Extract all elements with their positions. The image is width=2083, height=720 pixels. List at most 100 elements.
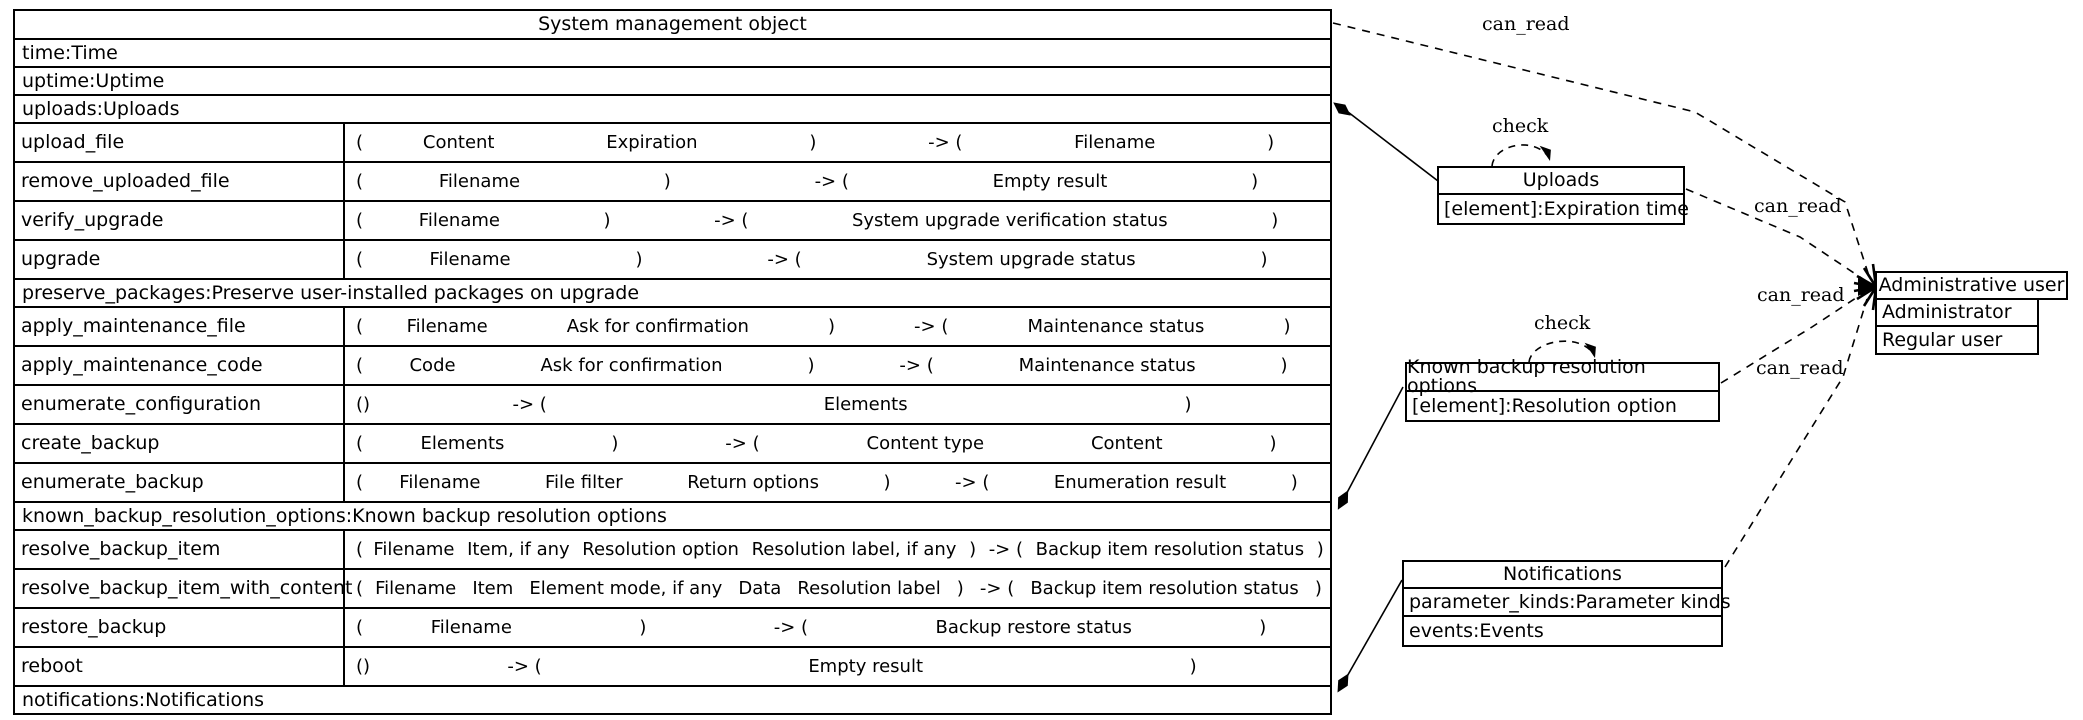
- edge-label-can-read-top: can_read: [1482, 13, 1570, 35]
- param-token: Content: [422, 131, 495, 153]
- known-backup-resolution-options-box: Known backup resolution options [element…: [1405, 358, 1720, 422]
- open-paren-token: (: [356, 616, 364, 638]
- close-paren-token: ): [611, 432, 619, 454]
- method-name: apply_maintenance_code: [15, 347, 345, 384]
- open-paren-token: (: [356, 432, 364, 454]
- close-paren-token: ): [1290, 471, 1298, 493]
- uploads-box: Uploads [element]:Expiration time: [1437, 166, 1689, 225]
- arrow-token: -> (: [507, 655, 542, 677]
- close-paren-token: ): [663, 170, 671, 192]
- close-paren-token: ): [809, 131, 817, 153]
- attribute-row: notifications:Notifications: [15, 685, 1330, 713]
- arrow-token: -> (: [767, 248, 802, 270]
- open-paren-token: (: [356, 538, 364, 560]
- edge-label-can-read-uploads: can_read: [1754, 195, 1842, 217]
- edge-label-can-read-known: can_read: [1757, 284, 1845, 306]
- close-paren-token: ): [1267, 131, 1275, 153]
- param-token: Element mode, if any: [529, 577, 723, 599]
- method-signature: ()-> (Empty result): [345, 655, 1330, 677]
- open-paren-token: (: [356, 577, 364, 599]
- close-paren-token: ): [1280, 354, 1288, 376]
- method-row: remove_uploaded_file(Filename)-> (Empty …: [15, 161, 1330, 200]
- close-paren-token: ): [1316, 538, 1324, 560]
- result-token: Maintenance status: [1018, 354, 1196, 376]
- arrow-token: -> (: [725, 432, 760, 454]
- edge-canread-known-to-admin: [1720, 291, 1866, 384]
- edge-canread-table-to-admin: [1332, 22, 1870, 277]
- open-paren-token: (: [356, 209, 364, 231]
- method-name: create_backup: [15, 425, 345, 462]
- composition-diamond-known: [1337, 490, 1349, 510]
- param-token: Ask for confirmation: [540, 354, 723, 376]
- param-token: Expiration: [606, 131, 698, 153]
- param-token: Filename: [399, 471, 481, 493]
- arrow-token: -> (: [814, 170, 849, 192]
- check-known-arrowhead: [1584, 342, 1596, 358]
- method-signature: ()-> (Elements): [345, 393, 1330, 415]
- method-name: apply_maintenance_file: [15, 308, 345, 345]
- method-row: apply_maintenance_code ( Code Ask for confi…: [15, 345, 1330, 384]
- close-paren-token: ): [883, 471, 891, 493]
- param-token: Filename: [406, 315, 488, 337]
- param-token: Return options: [687, 471, 819, 493]
- result-token: Maintenance status: [1027, 315, 1205, 337]
- result-token: Backup item resolution status: [1030, 577, 1299, 599]
- edge-label-can-read-notifications: can_read: [1756, 357, 1844, 379]
- method-signature: (Filename)-> (System upgrade verificatio…: [345, 209, 1330, 231]
- method-name: enumerate_backup: [15, 464, 345, 501]
- result-token: System upgrade verification status: [851, 209, 1168, 231]
- result-token: Filename: [1074, 131, 1156, 153]
- method-row: upgrade(Filename)-> (System upgrade stat…: [15, 239, 1330, 278]
- method-name: remove_uploaded_file: [15, 163, 345, 200]
- arrow-token: -> (: [512, 393, 547, 415]
- result-token: Empty result: [808, 655, 924, 677]
- close-paren-token: ): [969, 538, 977, 560]
- composition-diamond-notifications: [1337, 673, 1349, 693]
- close-paren-token: ): [639, 616, 647, 638]
- admin-arrowhead: [1858, 278, 1876, 296]
- box-attribute-row: [element]:Expiration time: [1444, 197, 1689, 220]
- administrative-user-row-regular-user: Regular user: [1875, 325, 2039, 355]
- method-row: verify_upgrade(Filename)-> (System upgra…: [15, 200, 1330, 239]
- box-attribute-row: [element]:Resolution option: [1412, 394, 1677, 417]
- close-paren-token: ): [1314, 577, 1322, 599]
- edge-known-composition: [1340, 386, 1404, 505]
- arrow-token: -> (: [955, 471, 990, 493]
- open-paren-token: (: [356, 354, 364, 376]
- close-paren-token: ): [1260, 248, 1268, 270]
- edge-notifications-composition: [1340, 579, 1403, 688]
- edge-canread-notifications-to-admin: [1724, 298, 1868, 568]
- method-name: restore_backup: [15, 609, 345, 646]
- method-row: restore_backup(Filename)-> (Backup resto…: [15, 607, 1330, 646]
- result-token: Enumeration result: [1053, 471, 1227, 493]
- edge-label-check-known: check: [1534, 312, 1591, 334]
- close-paren-token: ): [1259, 616, 1267, 638]
- close-paren-token: ): [1271, 209, 1279, 231]
- close-paren-token: ): [827, 315, 835, 337]
- param-token: Ask for confirmation: [566, 315, 749, 337]
- edge-canread-uploads-to-admin: [1685, 188, 1867, 282]
- open-paren-token: (: [356, 315, 364, 337]
- attribute-row: time:Time: [15, 38, 1330, 66]
- edge-check-uploads-loop: [1491, 144, 1550, 167]
- param-token: Elements: [420, 432, 505, 454]
- param-token: Code: [409, 354, 456, 376]
- param-token: File filter: [544, 471, 623, 493]
- close-paren-token: ): [635, 248, 643, 270]
- notifications-box-title: Notifications: [1404, 562, 1721, 589]
- table-title-text: System management object: [538, 13, 807, 35]
- open-paren-token: (: [356, 170, 364, 192]
- arrow-token: -> (: [928, 131, 963, 153]
- attribute-row: preserve_packages:Preserve user-installe…: [15, 278, 1330, 306]
- method-name: resolve_backup_item: [15, 531, 345, 568]
